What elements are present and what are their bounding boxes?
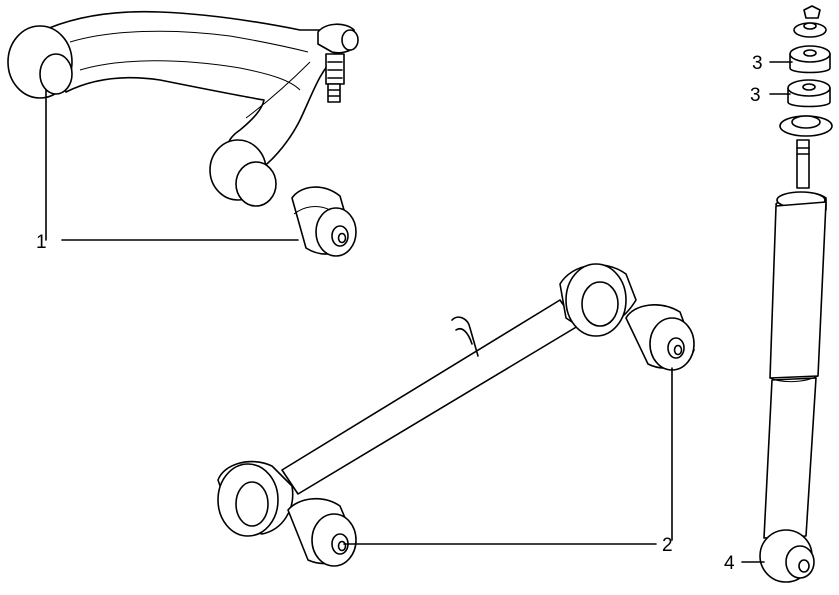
lower-link-arm <box>217 263 637 537</box>
callout-3-upper: 3 <box>752 53 763 74</box>
callout-1: 1 <box>36 232 47 253</box>
leader-lines <box>45 61 793 563</box>
callout-3-lower: 3 <box>750 85 761 106</box>
callout-4: 4 <box>724 553 735 574</box>
bushing-2-lower <box>287 498 357 567</box>
upper-control-arm <box>7 10 359 207</box>
shock-absorber <box>759 5 833 583</box>
bushing-2-upper <box>625 304 695 371</box>
callout-2: 2 <box>662 535 673 556</box>
bushing-1 <box>291 186 357 257</box>
